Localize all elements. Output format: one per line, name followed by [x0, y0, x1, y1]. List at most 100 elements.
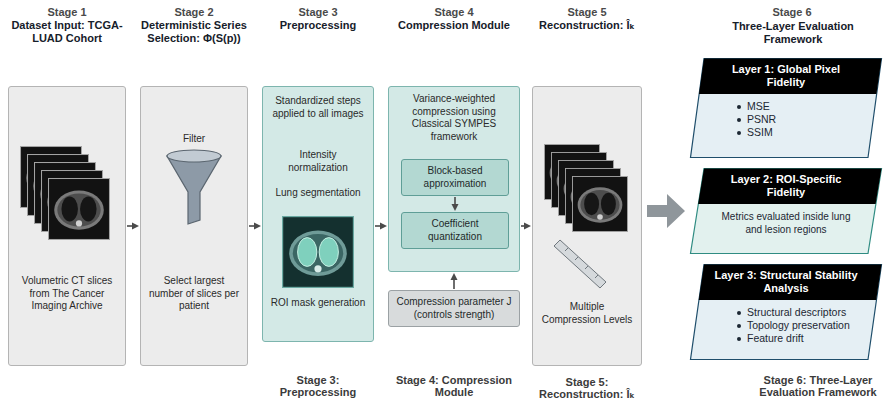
- layer-heading: Layer 3: Structural Stability Analysis: [690, 264, 882, 300]
- bullet-row: MSE: [736, 100, 860, 113]
- arrow-head: [380, 223, 387, 230]
- ct-stack: [21, 147, 110, 240]
- layer-body: Structural descriptorsTopology preservat…: [690, 300, 882, 351]
- box-text: Coefficient quantization: [407, 218, 503, 243]
- stage-panel: Stage 1Dataset Input: TCGA-LUAD CohortVo…: [8, 6, 126, 366]
- layer-body: MSEPSNRSSIM: [690, 94, 882, 145]
- panel-frame: FilterSelect largest number of slices pe…: [140, 86, 248, 366]
- arrow-head: [254, 223, 261, 230]
- box-text: Compression parameter J (controls streng…: [394, 296, 514, 321]
- connector: [249, 223, 261, 230]
- stage-caption: Stage 6: Three-Layer Evaluation Framewor…: [752, 374, 884, 398]
- stage-number: Stage 6: [712, 6, 872, 19]
- stage-panel: Stage 3PreprocessingStandardized steps a…: [262, 6, 374, 342]
- panel-fill: [402, 213, 509, 249]
- panel-text: Lung segmentation: [269, 187, 367, 200]
- layer-outline: [691, 265, 882, 360]
- panel-fill: [9, 87, 126, 366]
- filter-funnel: [167, 150, 221, 224]
- stage-title: Compression Module: [388, 19, 520, 32]
- panel-fill: [389, 87, 520, 272]
- connector: [451, 273, 458, 289]
- panel-text: Volumetric CT slices from The Cancer Ima…: [15, 275, 119, 313]
- panel-text: Standardized steps applied to all images: [269, 95, 367, 120]
- panel-text: Multiple Compression Levels: [539, 301, 635, 326]
- connector: [521, 223, 531, 230]
- reconstruction-stack: [544, 144, 627, 288]
- panel-text: Intensity normalization: [269, 149, 367, 174]
- bullet-text: PSNR: [747, 113, 776, 125]
- arrow-head: [452, 204, 459, 211]
- bullet-text: Feature drift: [747, 332, 804, 344]
- process-box: Block-based approximation: [401, 159, 509, 196]
- bullet-dot: [737, 105, 741, 109]
- panel-fill: [141, 87, 248, 366]
- bullet-dot: [737, 131, 741, 135]
- layer-text: Metrics evaluated inside lung and lesion…: [712, 210, 860, 236]
- connector: [647, 194, 685, 228]
- bullet-row: PSNR: [736, 113, 860, 126]
- layer-outline: [691, 169, 882, 254]
- connector-line: [453, 279, 455, 289]
- box-text: Block-based approximation: [407, 165, 503, 190]
- bullet-text: Topology preservation: [747, 319, 850, 331]
- stage-panel: Stage 2Deterministic Series Selection: Φ…: [140, 6, 248, 366]
- stage-number: Stage 1: [8, 6, 126, 19]
- flow-arrow: [647, 194, 685, 228]
- stage-panel: Stage 5Reconstruction: Îₖ Multiple Compre…: [532, 6, 642, 366]
- layer-heading: Layer 1: Global Pixel Fidelity: [690, 58, 882, 94]
- bullet-text: MSE: [747, 100, 770, 112]
- bullet-dot: [737, 324, 741, 328]
- ct-slice: [283, 217, 354, 288]
- layer-heading: Layer 2: ROI-Specific Fidelity: [690, 168, 882, 204]
- ct-slice: [572, 176, 627, 231]
- funnel-rim: [167, 150, 221, 162]
- panel-frame: Multiple Compression Levels: [532, 86, 642, 366]
- connector: [375, 223, 387, 230]
- panel-text: Select largest number of slices per pati…: [147, 275, 241, 313]
- bullet-row: Feature drift: [736, 332, 860, 345]
- stage-caption: Stage 3: Preprocessing: [262, 374, 374, 398]
- funnel-body: [167, 156, 221, 224]
- connector: [127, 223, 139, 230]
- arrow-head: [524, 223, 531, 230]
- panel-text: Variance-weighted compression using Clas…: [395, 93, 513, 143]
- stage-title: Preprocessing: [262, 19, 374, 32]
- stage-title: Three-Layer Evaluation Framework: [712, 20, 874, 46]
- stage-panel: Stage 4Compression ModuleVariance-weight…: [388, 6, 520, 272]
- evaluation-layer: Layer 2: ROI-Specific FidelityMetrics ev…: [690, 168, 882, 254]
- bullet-row: Structural descriptors: [736, 306, 860, 319]
- bullet-row: Topology preservation: [736, 319, 860, 332]
- stage-number: Stage 4: [388, 6, 520, 19]
- panel-frame: Volumetric CT slices from The Cancer Ima…: [8, 86, 126, 366]
- evaluation-layer: Layer 3: Structural Stability AnalysisSt…: [690, 264, 882, 360]
- segmented-ct: [283, 217, 354, 288]
- bullet-dot: [737, 311, 741, 315]
- arrow-head: [451, 273, 458, 280]
- process-box: Compression parameter J (controls streng…: [388, 290, 520, 327]
- stage-title: Dataset Input: TCGA-LUAD Cohort: [8, 19, 126, 45]
- connector: [452, 197, 459, 211]
- stage-number: Stage 3: [262, 6, 374, 19]
- bullet-text: Structural descriptors: [747, 306, 846, 318]
- stage-number: Stage 2: [140, 6, 248, 19]
- stage-caption: Stage 4: Compression Module: [388, 374, 520, 398]
- stage-number: Stage 5: [532, 6, 642, 19]
- panel-text: ROI mask generation: [269, 297, 367, 310]
- panel-text: Filter: [147, 133, 241, 146]
- arrow-head: [132, 223, 139, 230]
- panel-frame: Variance-weighted compression using Clas…: [388, 86, 520, 272]
- level-ticks: [565, 248, 598, 278]
- panel-fill: [263, 87, 374, 342]
- stage-caption: Stage 5: Reconstruction: Îₖ: [532, 376, 642, 400]
- bullet-text: SSIM: [747, 126, 773, 138]
- stage-title: Reconstruction: Îₖ: [532, 19, 642, 32]
- panel-frame: Standardized steps applied to all images…: [262, 86, 374, 342]
- process-box: Coefficient quantization: [401, 212, 509, 249]
- layer-outline: [691, 59, 882, 158]
- bullet-row: SSIM: [736, 126, 860, 139]
- bullet-dot: [737, 118, 741, 122]
- level-strip: [554, 240, 606, 288]
- evaluation-layer: Layer 1: Global Pixel FidelityMSEPSNRSSI…: [690, 58, 882, 158]
